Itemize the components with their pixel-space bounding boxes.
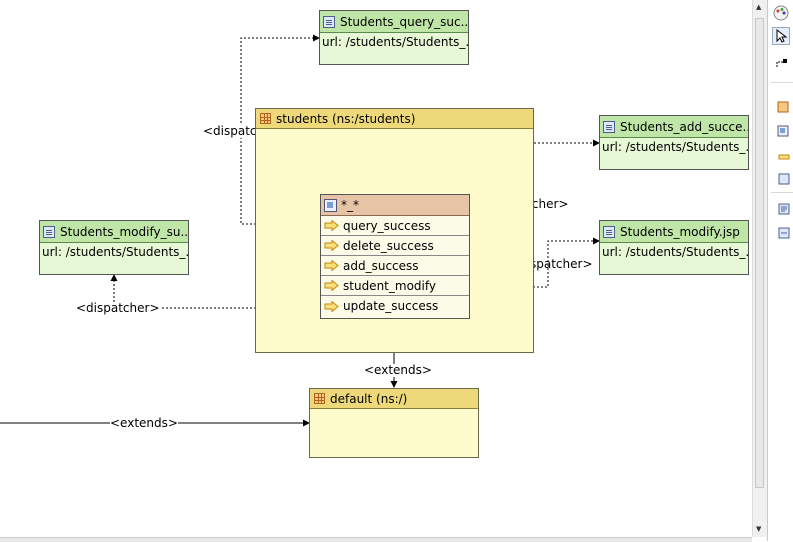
package-title: default (ns:/) (330, 391, 408, 406)
result-label: student_modify (343, 278, 436, 293)
result-arrow-icon (324, 240, 339, 251)
page-title: Students_query_suc... (340, 14, 468, 29)
extends-label: <extends> (110, 416, 178, 430)
action-icon[interactable] (772, 122, 790, 140)
tool-palette (767, 0, 793, 541)
result-label: add_success (343, 258, 419, 273)
dispatcher-label: <dispatcher> (76, 301, 160, 315)
page-url: url: /students/Students_... (602, 245, 748, 259)
page-students-modify-su[interactable]: Students_modify_su... url: /students/Stu… (39, 220, 189, 275)
page-url: url: /students/Students_... (42, 245, 188, 259)
page-title: Students_add_succe... (620, 119, 748, 134)
jsp-page-icon (323, 15, 335, 28)
package-icon (260, 113, 271, 124)
page-header[interactable]: Students_query_suc... (320, 11, 468, 33)
page-header[interactable]: Students_add_succe... (600, 116, 748, 138)
page-url: url: /students/Students_... (322, 35, 468, 49)
result-arrow-icon (324, 260, 339, 271)
scroll-thumb[interactable] (755, 18, 764, 488)
result-row[interactable]: delete_success (321, 236, 469, 256)
scroll-down-icon[interactable]: ▼ (756, 525, 762, 533)
result-arrow-icon (324, 300, 339, 312)
action-wildcard[interactable]: *_* query_success delete_success add_suc… (320, 194, 470, 319)
action-title: *_* (341, 198, 359, 212)
page-url: url: /students/Students_... (602, 140, 748, 154)
page-header[interactable]: Students_modify_su... (40, 221, 188, 243)
horizontal-scrollbar[interactable] (0, 537, 752, 542)
action-icon (324, 198, 337, 212)
select-icon[interactable] (772, 27, 790, 45)
page-students-query[interactable]: Students_query_suc... url: /students/Stu… (319, 10, 469, 65)
link-icon[interactable] (772, 224, 790, 242)
page-icon[interactable] (772, 200, 790, 218)
page-title: Students_modify.jsp (620, 224, 740, 239)
package-icon (314, 393, 325, 404)
page-header[interactable]: Students_modify.jsp (600, 221, 748, 243)
result-icon[interactable] (772, 148, 790, 166)
jsp-page-icon (43, 225, 55, 238)
palette-icon[interactable] (772, 4, 790, 22)
vertical-scrollbar[interactable]: ▲ ▼ (752, 0, 767, 537)
connection-icon[interactable] (772, 54, 790, 72)
result-row[interactable]: student_modify (321, 276, 469, 296)
result-row[interactable]: add_success (321, 256, 469, 276)
page-students-add[interactable]: Students_add_succe... url: /students/Stu… (599, 115, 749, 170)
result-label: query_success (343, 218, 431, 233)
result-label: delete_success (343, 238, 434, 253)
package-header[interactable]: students (ns:/students) (256, 109, 533, 129)
result-row[interactable]: query_success (321, 216, 469, 236)
result-label: update_success (343, 299, 439, 313)
scroll-up-icon[interactable]: ▲ (756, 3, 762, 11)
result-row[interactable]: update_success (321, 296, 469, 316)
jsp-page-icon (603, 225, 615, 238)
page-students-modify-jsp[interactable]: Students_modify.jsp url: /students/Stude… (599, 220, 749, 275)
diagram-canvas[interactable]: <dispatcher> <dispatcher> <dispatcher> <… (0, 0, 752, 537)
jsp-page-icon (603, 120, 615, 133)
result-arrow-icon (324, 280, 339, 291)
package-icon[interactable] (772, 98, 790, 116)
action-header[interactable]: *_* (321, 195, 469, 216)
page-icon[interactable] (772, 170, 790, 188)
package-title: students (ns:/students) (276, 111, 416, 126)
result-arrow-icon (324, 220, 339, 231)
page-title: Students_modify_su... (60, 224, 188, 239)
extends-label: <extends> (364, 363, 432, 377)
package-header[interactable]: default (ns:/) (310, 389, 478, 409)
package-default[interactable]: default (ns:/) (309, 388, 479, 458)
